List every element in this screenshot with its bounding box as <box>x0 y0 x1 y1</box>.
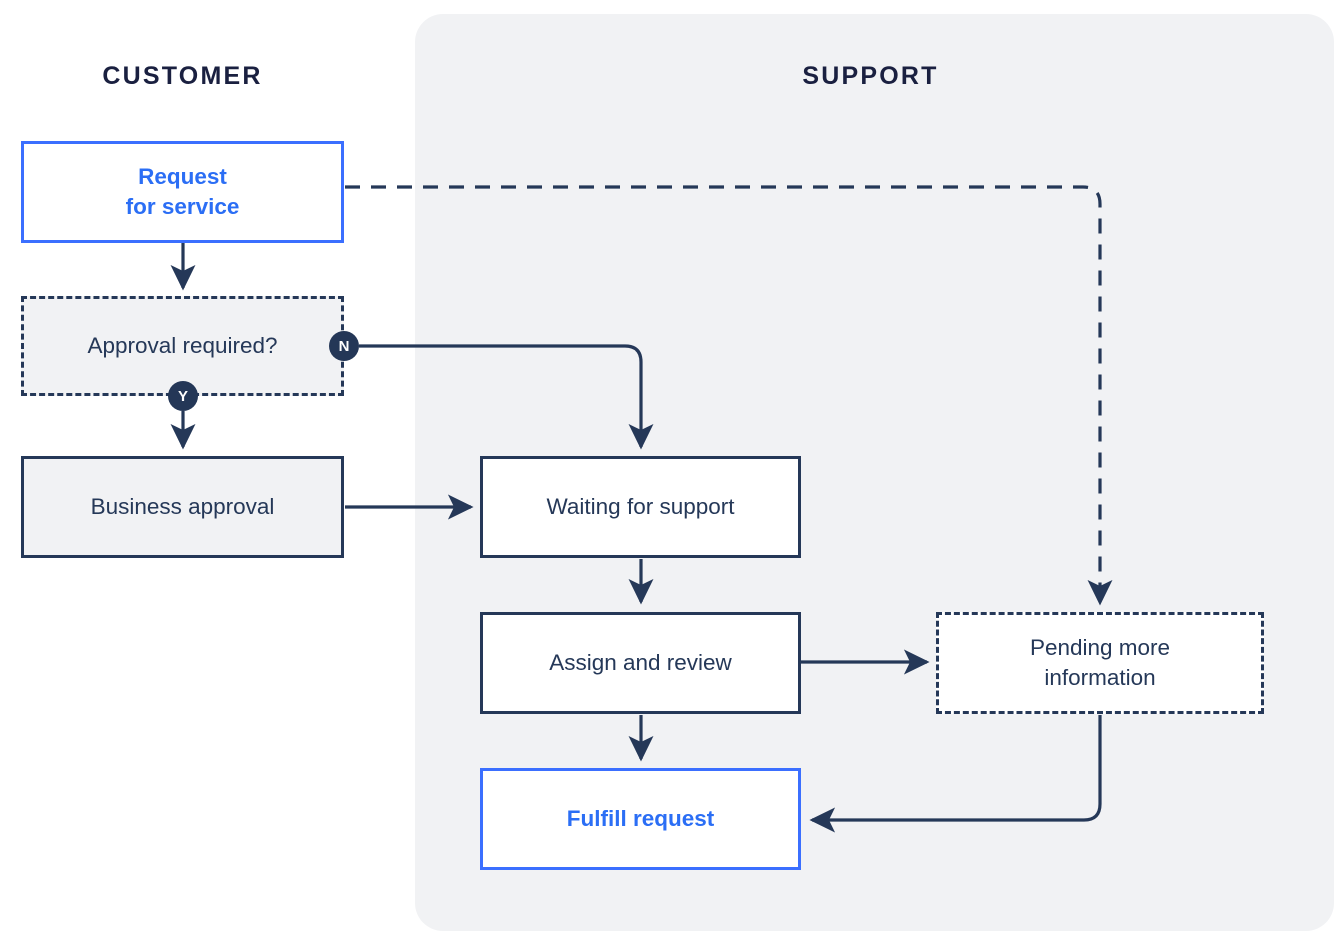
node-request-for-service-line1: Request <box>138 164 227 190</box>
lane-title-customer: CUSTOMER <box>102 62 263 90</box>
node-approval-required[interactable]: Approval required? <box>21 296 344 396</box>
lane-title-support: SUPPORT <box>802 62 939 90</box>
node-assign-and-review-label: Assign and review <box>549 650 732 676</box>
node-pending-more-information-line2: information <box>1044 665 1156 690</box>
node-assign-and-review[interactable]: Assign and review <box>480 612 801 714</box>
node-waiting-for-support[interactable]: Waiting for support <box>480 456 801 558</box>
node-fulfill-request[interactable]: Fulfill request <box>480 768 801 870</box>
branch-badge-yes-label: Y <box>177 387 188 405</box>
branch-badge-yes: Y <box>168 381 198 411</box>
node-business-approval[interactable]: Business approval <box>21 456 344 558</box>
branch-badge-no: N <box>329 331 359 361</box>
node-approval-required-label: Approval required? <box>87 333 278 359</box>
node-pending-more-information[interactable]: Pending more information <box>936 612 1264 714</box>
node-request-for-service[interactable]: Request for service <box>21 141 344 243</box>
branch-badge-no-label: N <box>338 337 350 355</box>
node-pending-more-information-line1: Pending more <box>1029 635 1171 661</box>
node-waiting-for-support-label: Waiting for support <box>546 494 735 520</box>
node-request-for-service-line2: for service <box>125 194 240 219</box>
node-fulfill-request-label: Fulfill request <box>566 806 715 832</box>
node-business-approval-label: Business approval <box>90 494 275 520</box>
